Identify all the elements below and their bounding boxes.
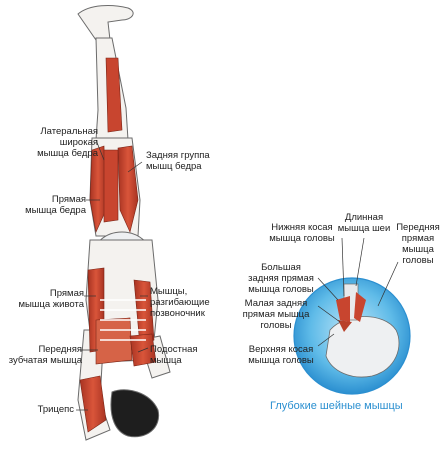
label-longus-colli: Длинная мышца шеи (337, 212, 391, 234)
inset-muscle-2 (354, 292, 366, 322)
label-hamstrings: Задняя группа мышц бедра (146, 150, 210, 172)
label-rectus-femoris: Прямая мышца бедра (25, 194, 86, 216)
inset-leaders (317, 237, 399, 347)
head (110, 389, 160, 438)
label-rectus-anterior: Передняя прямая мышца головы (396, 222, 440, 266)
inset-muscle-3 (338, 320, 352, 332)
label-obliquus-inferior: Нижняя косая мышца головы (269, 222, 335, 244)
inset-skull (325, 316, 400, 378)
figure-body (77, 5, 171, 441)
label-rectus-posterior-major: Большая задняя прямая мышца головы (248, 262, 314, 295)
label-rectus-abdominis: Прямая мышца живота (18, 288, 84, 310)
label-vastus-lateralis: Латеральная широкая мышца бедра (37, 126, 98, 159)
label-infraspinatus: Подостная мышца (150, 344, 198, 366)
muscle-serratus (95, 317, 133, 365)
feet (77, 5, 134, 41)
ribs (100, 299, 146, 341)
label-rectus-posterior-minor: Малая задняя прямая мышца головы (242, 298, 310, 331)
muscle-triceps (79, 375, 107, 433)
label-erector-spinae: Мышцы, разгибающие позвоночник (150, 286, 210, 319)
muscles (79, 57, 157, 433)
inset-muscle-1 (336, 296, 350, 322)
inset-neck-muscles (293, 277, 411, 395)
figure-leaders (76, 139, 149, 411)
muscle-calf (105, 57, 123, 133)
muscle-rectus-femoris (103, 149, 119, 223)
muscle-hamstrings (117, 145, 139, 233)
label-triceps: Трицепс (37, 404, 74, 415)
inset-caption: Глубокие шейные мышцы (270, 400, 403, 412)
label-serratus-anterior: Передняя зубчатая мышца (8, 344, 82, 366)
label-obliquus-superior: Верхняя косая мышца головы (248, 344, 314, 366)
muscle-vastus (89, 145, 107, 233)
